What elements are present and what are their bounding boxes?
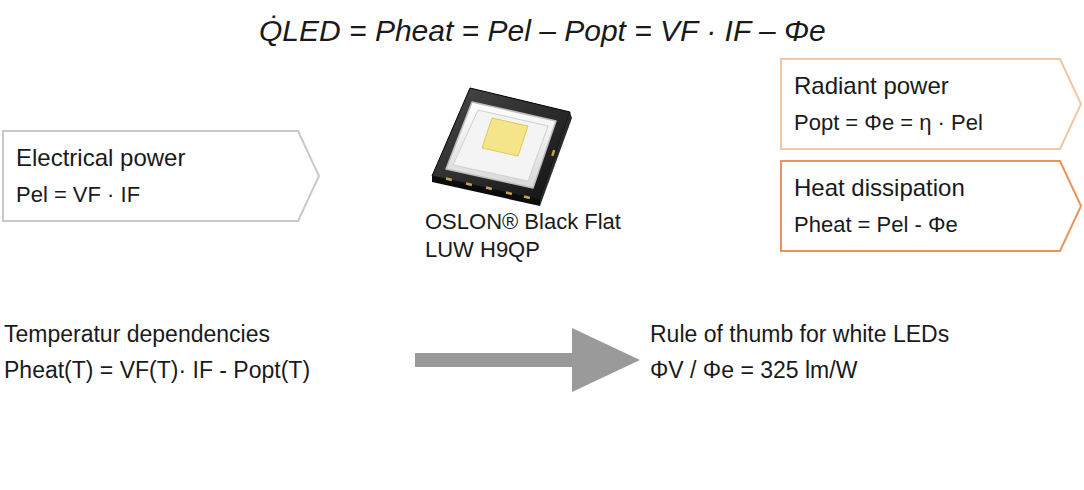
box-heading: Electrical power [16,144,286,172]
big-arrow [415,328,640,392]
box-heading: Radiant power [794,72,1048,100]
chevron-border [3,131,319,221]
arrow-box: Electrical powerPel = VF · IF [2,130,320,222]
chevron-border [781,59,1081,149]
chevron-outline [2,130,320,222]
heat-formula: Q̇LED = Pheat = Pel – Popt = VF · IF – Φ… [259,14,826,48]
box-formula: Pheat = Pel - Φe [794,212,1048,238]
note-text: ΦV / Φe = 325 lm/W [650,356,857,385]
note-text: Pheat(T) = VF(T)· IF - Popt(T) [4,356,310,385]
box-formula: Popt = Φe = η · Pel [794,110,1048,136]
note-text: Temperatur dependencies [4,320,270,349]
box-formula: Pel = VF · IF [16,182,286,208]
arrow-box: Heat dissipationPheat = Pel - Φe [780,160,1082,252]
box-heading: Heat dissipation [794,174,1048,202]
led-package [432,88,572,206]
note-text: Rule of thumb for white LEDs [650,320,949,349]
chevron-border [781,161,1081,251]
arrow-box: Radiant powerPopt = Φe = η · Pel [780,58,1082,150]
chevron-outline [780,58,1082,150]
part-name: OSLON® Black Flat LUW H9QP [425,208,625,263]
chevron-outline [780,160,1082,252]
